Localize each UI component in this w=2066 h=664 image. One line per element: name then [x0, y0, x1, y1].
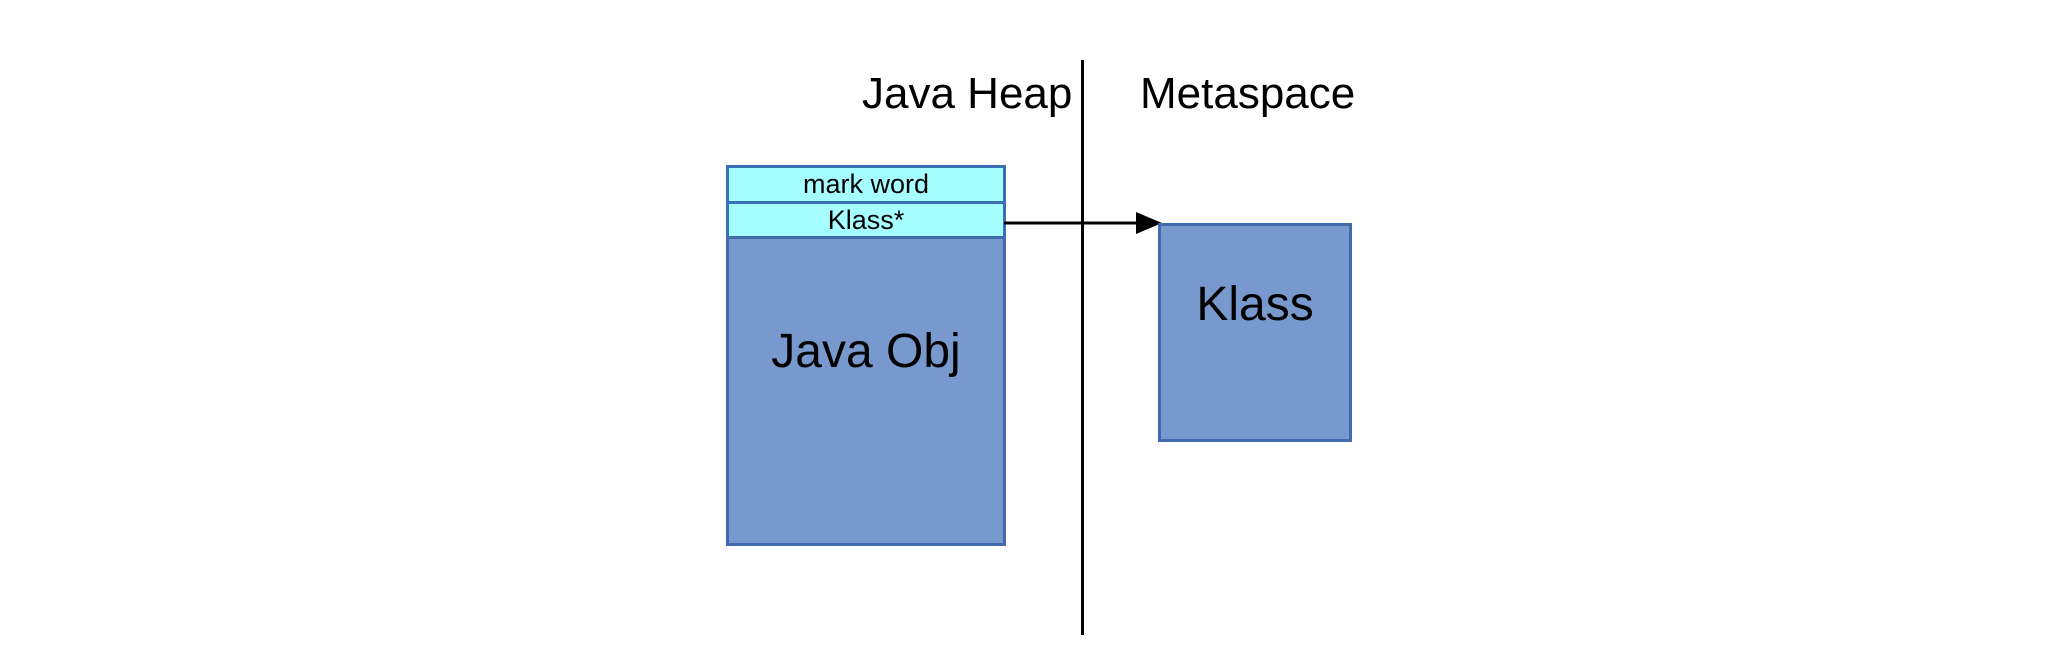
klass-pointer-arrow: [1004, 212, 1162, 234]
java-heap-region-label: Java Heap: [862, 69, 1073, 118]
java-obj-body: Java Obj: [726, 236, 1006, 546]
klass-pointer-cell: Klass*: [726, 201, 1006, 239]
metaspace-region-label: Metaspace: [1140, 69, 1356, 118]
klass-label: Klass: [1196, 278, 1314, 331]
klass-box: Klass: [1158, 223, 1352, 442]
java-object-box: mark word Klass* Java Obj: [726, 165, 1006, 546]
klass-pointer-label: Klass*: [827, 204, 905, 235]
mark-word-label: mark word: [802, 169, 930, 199]
mark-word-cell: mark word: [726, 165, 1006, 204]
heap-metaspace-divider-line: [1081, 60, 1084, 635]
arrow-head-icon: [1136, 212, 1162, 234]
java-obj-label: Java Obj: [771, 324, 961, 378]
